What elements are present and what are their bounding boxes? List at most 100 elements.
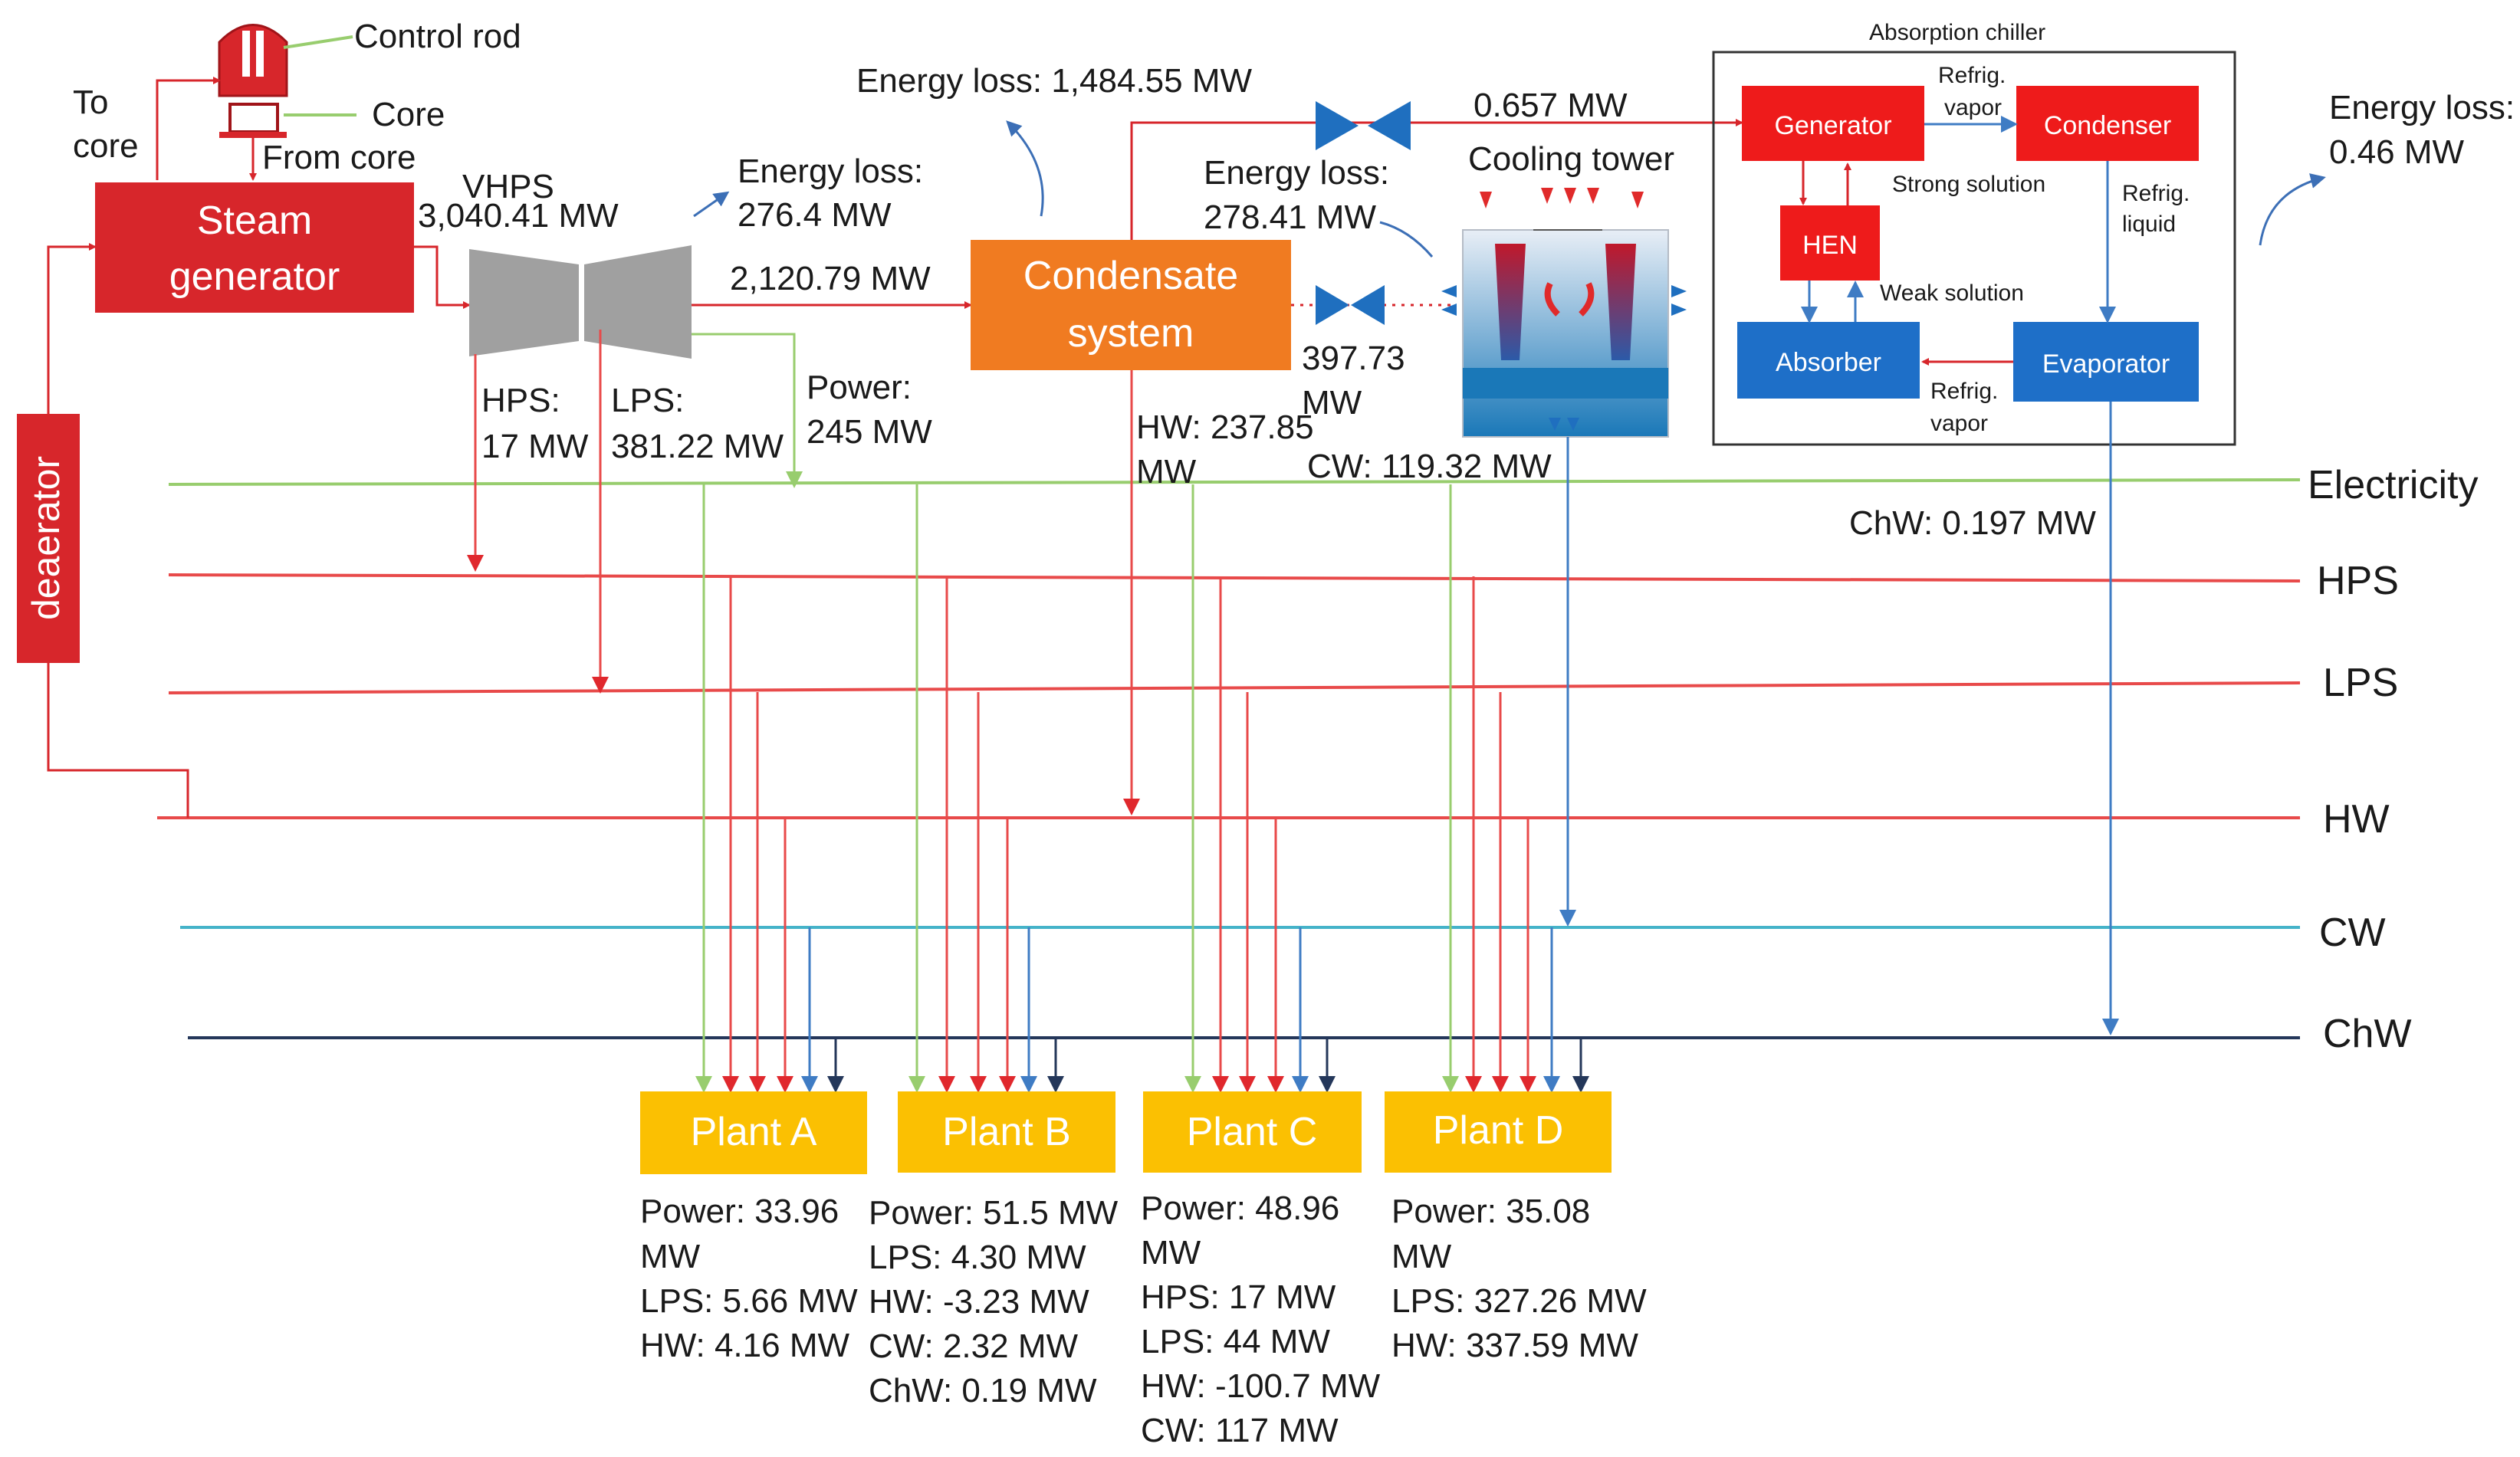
chiller-loss-label-1: Energy loss: [2329,89,2515,126]
plant-b-detail: LPS: 4.30 MW [869,1239,1086,1276]
condensate-system-label-1: Condensate [1023,254,1238,298]
plant-d-details: Power: 35.08 MW LPS: 327.26 MW HW: 337.5… [1391,1193,1647,1364]
plant-d-detail: Power: 35.08 [1391,1193,1590,1230]
from-core-label: From core [262,139,416,176]
chiller-condenser-box [2016,86,2199,161]
plant-a-details: Power: 33.96 MW LPS: 5.66 MW HW: 4.16 MW [640,1193,858,1364]
plant-c: Plant C [1143,1091,1362,1173]
bus-label-chw: ChW [2323,1012,2412,1056]
absorption-chiller-frame [1712,51,2236,446]
chiller-absorber-label: Absorber [1776,348,1881,377]
cooling-tower-loss-label-2: 278.41 MW [1204,199,1376,236]
condensate-loss-label: Energy loss: 1,484.55 MW [856,62,1252,100]
plant-a-name: Plant A [691,1110,817,1154]
lps-extraction-label-2: 381.22 MW [611,428,784,465]
hps-bus-line [168,573,2301,582]
weak-solution-label: Weak solution [1880,281,2024,306]
refrig-vapor-bottom-label-1: Refrig. [1930,379,1998,404]
plant-c-detail: HPS: 17 MW [1141,1278,1336,1316]
deaerator-box [17,414,80,663]
bus-label-cw: CW [2319,911,2386,955]
condensate-system-label-2: system [1068,311,1194,356]
cooling-tower-cw-label: CW: 119.32 MW [1307,448,1552,485]
condensate-to-chiller-line [1130,119,1743,240]
plant-a-detail: MW [640,1238,701,1275]
absorption-chiller-title: Absorption chiller [1869,20,2045,45]
bus-label-electricity: Electricity [2308,463,2478,507]
plant-c-name: Plant C [1187,1110,1318,1154]
bus-label-hw: HW [2323,797,2390,842]
electricity-bus-line [168,478,2301,486]
bus-label-hps: HPS [2317,559,2399,603]
chiller-hen-label: HEN [1802,231,1858,260]
deaerator-label: deaerator [25,456,67,620]
chiller-condenser-label: Condenser [2044,111,2171,140]
plant-b-details: Power: 51.5 MW LPS: 4.30 MW HW: -3.23 MW… [869,1194,1119,1409]
power-output-label-1: Power: [807,369,912,406]
chiller-feed-value: 0.657 MW [1474,87,1628,124]
chiller-generator-box [1742,86,1924,161]
condensate-hw-label-2: MW [1136,453,1197,491]
refrig-vapor-bottom-label-2: vapor [1930,411,1988,436]
bus-lines [157,478,2301,1039]
plant-b-box [898,1091,1115,1173]
turbine-loss-label-2: 276.4 MW [738,196,892,234]
plant-d-detail: MW [1391,1238,1452,1275]
plant-d-drops [1442,484,1589,1093]
cooling-tower-icon [1441,188,1687,438]
chiller-absorber-box [1737,322,1920,399]
plant-c-detail: LPS: 44 MW [1141,1323,1330,1360]
chiller-hen-box [1780,205,1880,281]
strong-solution-label: Strong solution [1892,172,2045,197]
hw-return-to-deaerator-line [47,663,189,818]
plant-c-detail: Power: 48.96 [1141,1190,1339,1227]
power-output-label-2: 245 MW [807,413,932,451]
core-label: Core [372,96,445,133]
chiller-loss-arrow [2259,173,2326,246]
plant-a-drops [695,484,844,1093]
plant-d-name: Plant D [1433,1108,1564,1153]
plant-a-detail: Power: 33.96 [640,1193,839,1230]
plant-c-detail: MW [1141,1234,1201,1272]
plant-b: Plant B [898,1091,1115,1173]
plant-b-name: Plant B [942,1110,1071,1154]
cooling-tower-loss-arrow [1379,221,1434,258]
plant-d: Plant D [1385,1091,1612,1173]
condensate-loss-arrow [1006,120,1044,217]
refrig-liquid-label-2: liquid [2122,212,2176,237]
cooling-tower-feed-value-2: MW [1302,384,1362,422]
vhps-label: VHPS [462,168,554,205]
steam-generator-box [95,182,414,313]
steam-generator-label-1: Steam [197,199,312,243]
valve-icon [1316,285,1385,325]
vhps-value: 3,040.41 MW [418,197,619,235]
plant-c-details: Power: 48.96 MW HPS: 17 MW LPS: 44 MW HW… [1141,1190,1381,1449]
plant-d-detail: HW: 337.59 MW [1391,1327,1638,1364]
condensate-system-box [971,240,1291,370]
plant-c-drops [1184,484,1336,1093]
hps-extraction-label-1: HPS: [481,382,560,419]
to-core-label-1: To [73,84,108,121]
refrig-vapor-top-label-1: Refrig. [1938,63,2006,88]
plant-c-detail: HW: -100.7 MW [1141,1367,1381,1405]
cooling-tower-loss-label-1: Energy loss: [1204,154,1389,192]
plant-b-drops [908,484,1064,1093]
plant-b-detail: CW: 2.32 MW [869,1327,1078,1365]
turbine-loss-arrow [693,191,730,218]
power-output-line [692,333,803,488]
lps-extraction-label-1: LPS: [611,382,684,419]
refrig-liquid-label-1: Refrig. [2122,181,2190,206]
plant-c-detail: CW: 117 MW [1141,1412,1339,1449]
hps-extraction-label-2: 17 MW [481,428,589,465]
plant-a-detail: HW: 4.16 MW [640,1327,849,1364]
plant-d-detail: LPS: 327.26 MW [1391,1282,1647,1320]
refrig-vapor-top-label-2: vapor [1944,95,2002,120]
cooling-tower-feed-value-1: 397.73 [1302,340,1405,377]
turbine-icon [469,245,692,359]
to-core-line [156,77,221,180]
to-core-label-2: core [73,127,139,165]
condensate-hw-label-1: HW: 237.85 [1136,409,1314,446]
cooling-tower-label: Cooling tower [1468,140,1674,178]
control-rod-label: Control rod [354,18,521,55]
